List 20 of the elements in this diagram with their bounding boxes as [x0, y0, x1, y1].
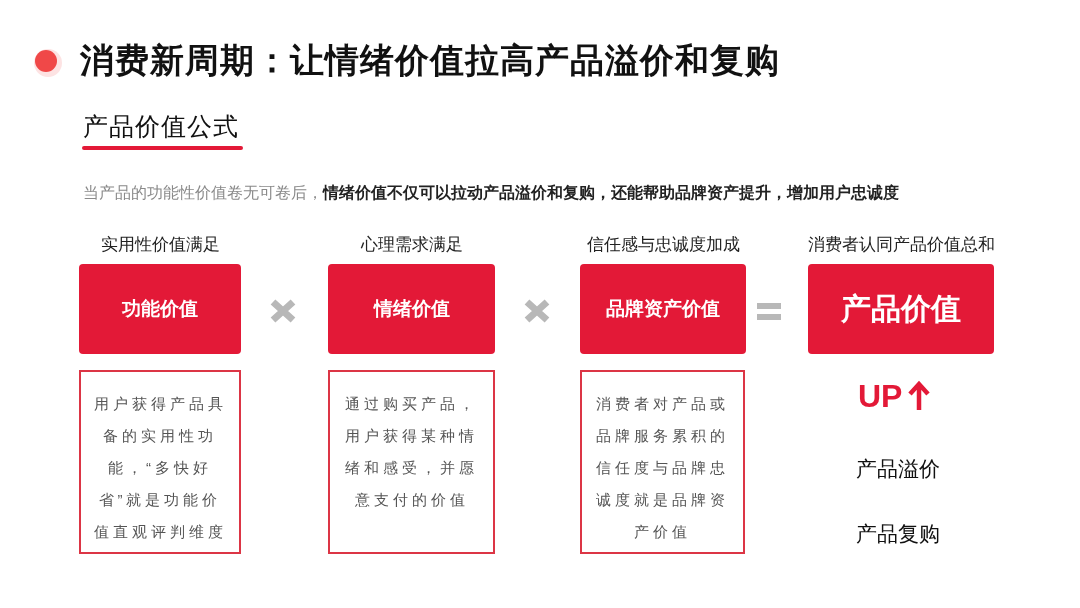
intro-sentence: 当产品的功能性价值卷无可卷后，情绪价值不仅可以拉动产品溢价和复购，还能帮助品牌资产提升，增加用户忠诚度 [83, 183, 899, 203]
up-text: UP [858, 378, 903, 414]
description-card [328, 370, 495, 554]
description-text: 通过购买产品，用户获得某种情绪和感受，并愿意支付的价值 [344, 394, 479, 510]
column-heading: 消费者认同产品价值总和 [806, 234, 996, 256]
value-title: 产品价值 [841, 291, 961, 327]
value-title: 情绪价值 [373, 297, 450, 321]
description-text: 用户获得产品具备的实用性功能，“多快好省”就是功能价值直观评判维度 [92, 394, 228, 542]
result-text: 产品复购 [856, 521, 940, 547]
value-title: 品牌资产价值 [606, 297, 720, 321]
description-card [580, 370, 745, 554]
page-title: 消费新周期：让情绪价值拉高产品溢价和复购 [80, 40, 780, 81]
value-title: 功能价值 [122, 297, 198, 321]
column-heading: 信任感与忠诚度加成 [585, 234, 741, 256]
column-heading: 实用性价值满足 [99, 234, 221, 256]
column-heading: 心理需求满足 [359, 234, 464, 256]
description-card [79, 370, 241, 554]
result-text: 产品溢价 [856, 456, 940, 482]
section-heading: 产品价值公式 [83, 111, 239, 142]
description-text: 消费者对产品或品牌服务累积的信任度与品牌忠诚度就是品牌资产价值 [595, 394, 730, 542]
